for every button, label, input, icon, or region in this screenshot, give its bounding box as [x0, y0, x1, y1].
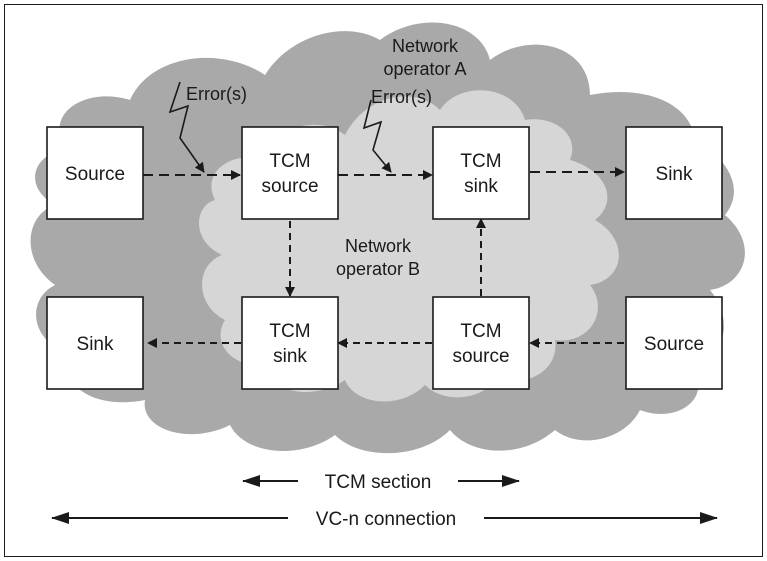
- box-tcm-sink-bottom: TCM sink: [241, 296, 339, 390]
- box-source-right: Source: [625, 296, 723, 390]
- operator-a-label-line2: operator A: [383, 59, 466, 79]
- operator-a-label-line1: Network: [392, 36, 459, 56]
- box-tcm-sink-bottom-line2: sink: [273, 346, 307, 367]
- box-source-left-label: Source: [65, 164, 125, 185]
- box-sink-left: Sink: [46, 296, 144, 390]
- error-lightning-icon: [168, 81, 205, 173]
- vcn-connection-label: VC-n connection: [316, 509, 456, 530]
- box-tcm-source-top: TCM source: [241, 126, 339, 220]
- box-sink-right-label: Sink: [656, 164, 693, 185]
- box-tcm-sink-top: TCM sink: [432, 126, 530, 220]
- error-label-1: Error(s): [186, 84, 247, 104]
- error-label-2: Error(s): [371, 87, 432, 107]
- error-lightning-icon: [362, 99, 392, 173]
- box-tcm-source-top-line2: source: [261, 176, 318, 197]
- box-tcm-sink-top-line2: sink: [464, 176, 498, 197]
- box-tcm-sink-top-line1: TCM: [460, 151, 501, 172]
- box-sink-left-label: Sink: [77, 334, 114, 355]
- box-source-left: Source: [46, 126, 144, 220]
- box-tcm-source-bottom: TCM source: [432, 296, 530, 390]
- tcm-section-label: TCM section: [325, 472, 432, 493]
- box-tcm-sink-bottom-line1: TCM: [269, 321, 310, 342]
- figure-frame: [4, 4, 763, 557]
- box-sink-right: Sink: [625, 126, 723, 220]
- operator-b-label-line1: Network: [345, 236, 412, 256]
- box-tcm-source-bottom-line2: source: [452, 346, 509, 367]
- box-source-right-label: Source: [644, 334, 704, 355]
- box-tcm-source-top-line1: TCM: [269, 151, 310, 172]
- operator-b-label-line2: operator B: [336, 259, 420, 279]
- box-tcm-source-bottom-line1: TCM: [460, 321, 501, 342]
